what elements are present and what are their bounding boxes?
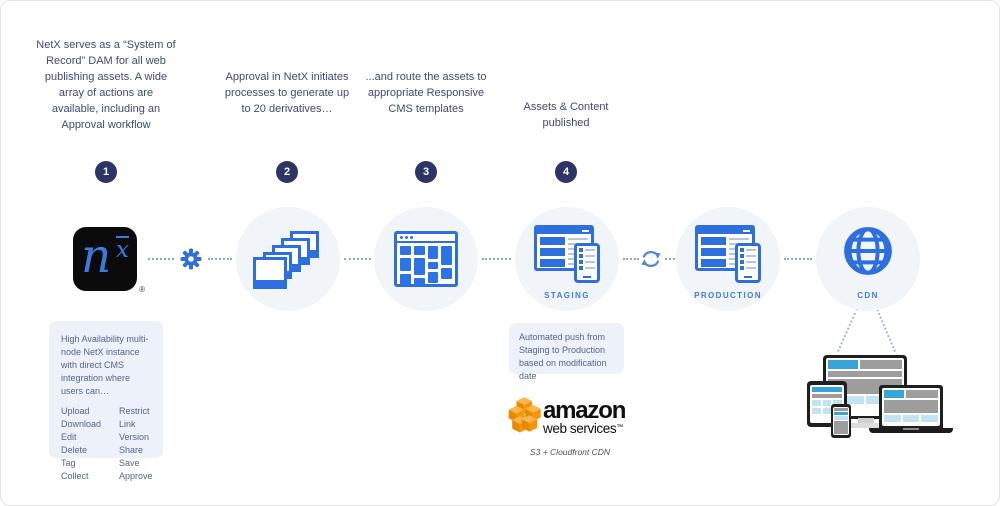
connector-dots: [344, 258, 371, 260]
template-grid-icon: [394, 231, 458, 287]
monitor-stand: [858, 418, 874, 424]
aws-boxes-icon: [508, 397, 541, 433]
action-item: Approve: [119, 471, 153, 481]
browser-phone-icon: [534, 225, 600, 283]
netx-logo: n x ®: [73, 227, 145, 294]
image-stack-icon: [253, 231, 323, 291]
cdn-device-connector-left: [837, 308, 858, 352]
action-item: Upload: [61, 406, 90, 416]
cms-templates-node: [374, 207, 478, 311]
connector-dots: [482, 258, 511, 260]
production-node: PRODUCTION: [676, 207, 780, 311]
connector-dots: [623, 258, 639, 260]
staging-label: STAGING: [544, 291, 590, 300]
step-description-4: Assets & Content published: [523, 101, 609, 129]
staging-note: Automated push from Staging to Productio…: [509, 323, 624, 381]
registered-trademark: ®: [139, 285, 145, 294]
derivatives-node: [236, 207, 340, 311]
gear-icon: [179, 247, 203, 271]
aws-brand-name: amazon: [543, 396, 626, 424]
action-item: Collect: [61, 471, 89, 481]
action-item: Version: [119, 432, 150, 442]
globe-icon: [840, 223, 896, 284]
step-badge-2: 2: [276, 161, 298, 183]
staging-node: STAGING: [515, 207, 619, 311]
aws-tagline: web services: [543, 420, 617, 436]
action-item: Delete: [61, 445, 88, 455]
action-item: Edit: [61, 432, 77, 442]
action-item: Share: [119, 445, 144, 455]
device-phone: [831, 404, 851, 438]
netx-logo-x-bar: x: [116, 236, 129, 263]
step-badge-4: 4: [555, 161, 577, 183]
trademark-symbol: ™: [616, 423, 623, 431]
step-description-3: ...and route the assets to appropriate R…: [365, 71, 487, 115]
step-badge-3: 3: [415, 161, 437, 183]
phone-icon: [574, 243, 600, 283]
cdn-node: CDN: [816, 207, 920, 311]
device-laptop-screen: [879, 385, 943, 429]
connector-dots: [665, 258, 675, 260]
cdn-device-connector-right: [876, 309, 896, 353]
netx-panel-description: High Availability multi-node NetX instan…: [61, 334, 149, 396]
connector-dots: [148, 258, 174, 260]
monitor-base: [844, 423, 888, 428]
step-description-1: NetX serves as a “System of Record” DAM …: [36, 39, 176, 131]
browser-phone-icon: [695, 225, 761, 283]
step-description-2: Approval in NetX initiates processes to …: [224, 71, 350, 115]
phone-icon: [735, 243, 761, 283]
sync-icon: [639, 247, 663, 271]
netx-capabilities-panel: High Availability multi-node NetX instan…: [49, 321, 163, 481]
action-item: Download: [61, 419, 102, 429]
aws-logo: amazon web services™ S3 + Cloudfront CDN: [507, 396, 633, 457]
step-badge-1: 1: [95, 161, 117, 183]
cdn-label: CDN: [857, 291, 879, 300]
connector-dots: [784, 258, 812, 260]
aws-caption: S3 + Cloudfront CDN: [529, 447, 611, 457]
device-laptop-base: [869, 428, 953, 433]
action-item: Tag: [61, 458, 76, 468]
action-item: Link: [119, 419, 136, 429]
action-item: Restrict: [119, 406, 150, 416]
action-item: Save: [119, 458, 140, 468]
netx-logo-n: n: [81, 229, 112, 284]
connector-dots: [208, 258, 232, 260]
production-label: PRODUCTION: [694, 291, 762, 300]
